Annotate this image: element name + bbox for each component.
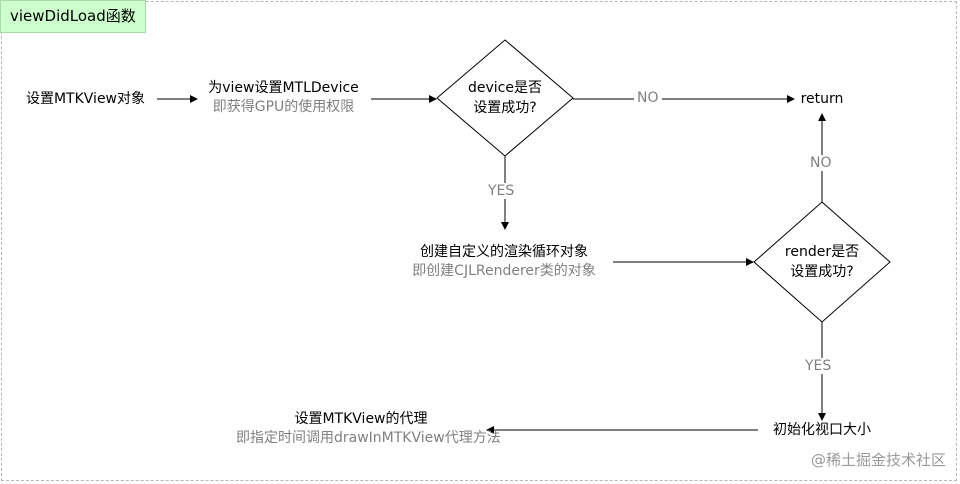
- function-title: viewDidLoad函数: [0, 0, 146, 33]
- node-create-renderer-sub: 即创建CJLRenderer类的对象: [412, 263, 596, 279]
- edge-label-render-no: NO: [807, 155, 835, 171]
- render-decision-label: render是否 设置成功?: [762, 242, 882, 282]
- node-set-delegate-sub: 即指定时间调用drawInMTKView代理方法: [236, 430, 501, 446]
- node-init-viewport: 初始化视口大小: [773, 422, 871, 438]
- node-return: return: [800, 91, 844, 107]
- node-create-renderer: 创建自定义的渲染循环对象 即创建CJLRenderer类的对象: [384, 243, 624, 281]
- node-set-delegate-main: 设置MTKView的代理: [294, 411, 428, 427]
- watermark: @稀土掘金技术社区: [810, 451, 946, 469]
- render-decision-line2: 设置成功?: [790, 264, 854, 280]
- device-decision-line2: 设置成功?: [473, 100, 537, 116]
- edge-label-device-yes: YES: [485, 183, 518, 199]
- node-set-device-sub: 即获得GPU的使用权限: [212, 99, 355, 115]
- render-decision-line1: render是否: [784, 244, 860, 260]
- node-set-mtkview: 设置MTKView对象: [25, 91, 146, 107]
- node-set-delegate: 设置MTKView的代理 即指定时间调用drawInMTKView代理方法: [236, 410, 501, 448]
- node-set-device-main: 为view设置MTLDevice: [208, 80, 359, 96]
- node-create-renderer-main: 创建自定义的渲染循环对象: [420, 244, 588, 260]
- node-set-device: 为view设置MTLDevice 即获得GPU的使用权限: [196, 79, 371, 117]
- device-decision-label: device是否 设置成功?: [445, 78, 565, 118]
- device-decision-line1: device是否: [468, 80, 542, 96]
- edge-label-device-no: NO: [634, 90, 662, 106]
- edge-label-render-yes: YES: [802, 358, 835, 374]
